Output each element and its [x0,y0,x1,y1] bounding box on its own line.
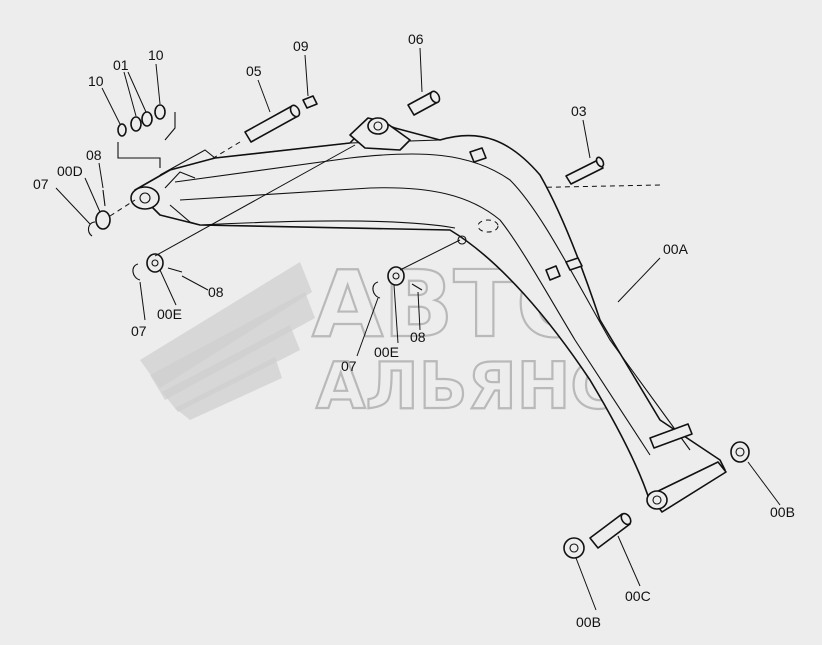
boom-foot-bracket [159,149,216,176]
label-00e-a: 00E [157,306,182,322]
label-00d: 00D [57,163,83,179]
boom-side-line [179,187,651,456]
label-06: 06 [408,31,424,47]
part-00b-bushing-a [730,441,750,463]
label-00a: 00A [663,241,689,257]
label-01: 01 [113,57,129,73]
label-10-a: 10 [88,73,104,89]
label-07-c: 07 [341,358,357,374]
part-10-washer-b [154,104,166,120]
label-00b-a: 00B [770,504,795,520]
label-00e-b: 00E [374,344,399,360]
boom-assembly [130,117,727,513]
label-08-b: 08 [208,284,224,300]
label-00c: 00C [625,588,651,604]
part-00b-bushing-b-hole [569,543,579,553]
boom-foot-lug [164,171,196,189]
boom-foot-hole [139,192,151,204]
part-00b-bushing-b [563,537,585,559]
label-09: 09 [293,38,309,54]
boom-arm-end-hole [652,495,662,505]
part-03-bolt [565,159,604,185]
label-05: 05 [246,63,262,79]
part-00e-bushing-b-hole [392,272,400,280]
part-01-washer-a [130,116,142,132]
label-08-a: 08 [86,147,102,163]
boom-foot-boss [130,186,160,210]
boom-top-plate [469,147,487,163]
boom-body [134,119,726,511]
watermark-line2: АЛЬЯНС [316,350,617,424]
part-00e-bushing-a-hole [151,259,159,267]
part-03-bolt-head [595,156,605,168]
part-05-pin-end [289,104,301,118]
boom-bracket-hole [373,121,383,131]
part-07-snap-ring-b [132,263,141,281]
washer-group-bracket [117,112,176,168]
boom-arm-end-boss [646,490,668,510]
watermark-logo [140,262,315,420]
boom-bracket-eye [367,117,389,135]
part-00e-bushing-b [387,266,405,286]
left-group-assembly-line [154,144,356,257]
label-10-b: 10 [148,47,164,63]
part-08-pin-a [102,189,106,207]
boom-bracket-c [649,423,693,449]
boom-lower-edge [199,220,456,229]
leader-lines [55,47,781,611]
center-group-assembly-line [399,239,461,271]
label-08-c: 08 [410,329,426,345]
part-00b-bushing-a-hole [735,447,745,457]
part-labels: 10 01 10 05 09 06 03 08 00D 07 08 00E 07… [33,31,795,630]
label-03: 03 [571,103,587,119]
part-00c-pin-end [620,512,632,526]
boom-foot-underside [169,204,201,226]
boom-mid-pin-hole [457,235,467,245]
part-00e-bushing-a [146,253,164,273]
watermark: АВТО АЛЬЯНС [140,250,618,425]
foot-pin-axis [109,199,136,217]
label-07-a: 07 [33,176,49,192]
part-01-washer-b [141,111,153,127]
label-07-b: 07 [131,323,147,339]
boom-upper-web [174,153,691,451]
part-05-axis [209,141,241,161]
part-00d-bushing [95,210,111,230]
part-06-pin-end [429,90,441,104]
boom-mid-hole [477,219,499,233]
part-07-snap-ring-c [372,281,381,299]
part-10-washer-a [117,123,127,137]
boom-bracket-a [545,265,561,281]
label-00b-b: 00B [576,614,601,630]
part-08-pin-b [167,267,183,273]
part-07-snap-ring-a [87,221,96,237]
part-08-pin-c [411,283,423,291]
boom-bracket-b [565,257,583,271]
loose-parts [87,90,750,559]
part-09-bolt [302,95,318,109]
